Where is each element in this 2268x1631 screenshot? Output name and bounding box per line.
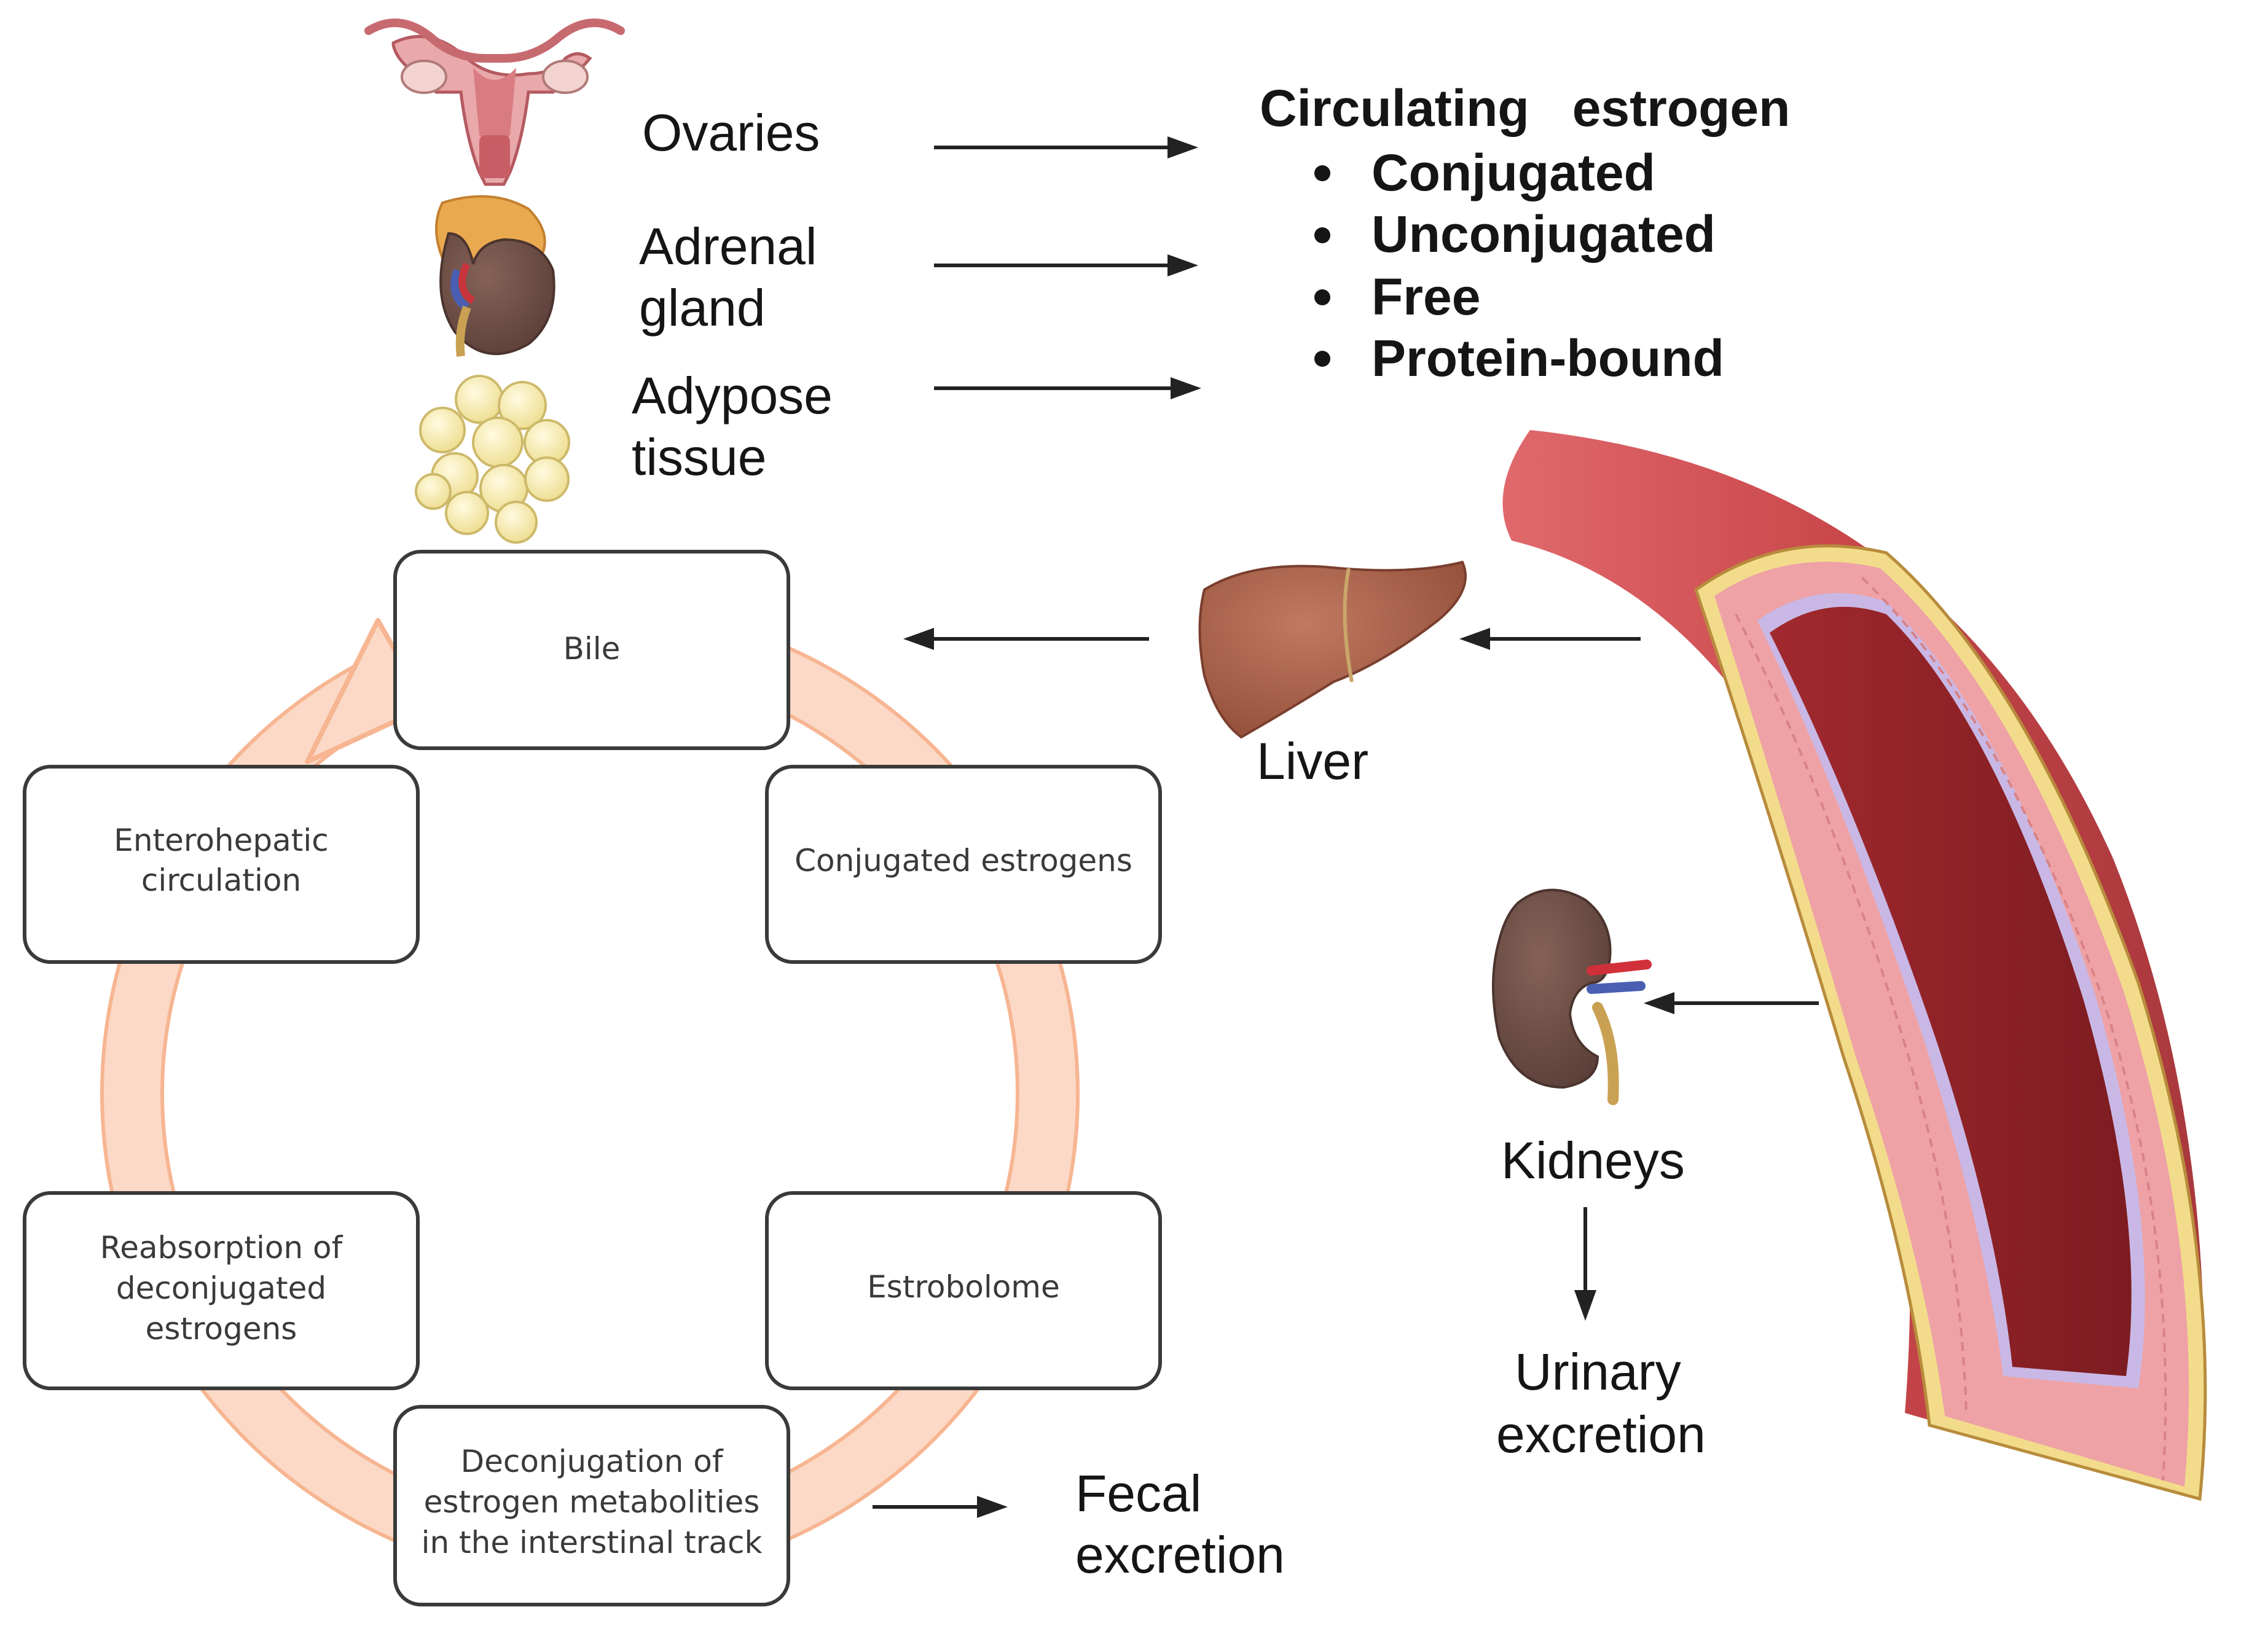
circulating-item: Free [1371, 268, 1480, 326]
adrenal-gland-icon [435, 195, 555, 357]
enterohepatic-text-2: circulation [141, 862, 301, 898]
vessel-to-liver-arrow [1459, 628, 1641, 650]
bullet-icon [1314, 289, 1330, 305]
urinary-label-2: excretion [1496, 1406, 1706, 1463]
liver-icon [1198, 560, 1467, 739]
circulating-item: Unconjugated [1371, 205, 1716, 263]
conjugated-estrogens-box: Conjugated estrogens [765, 765, 1162, 964]
reabsorption-text-2: deconjugated [116, 1270, 326, 1306]
conjugated-estrogens-text: Conjugated estrogens [795, 843, 1132, 878]
adrenal-label-1: Adrenal [639, 217, 817, 275]
enterohepatic-box: Enterohepatic circulation [23, 765, 420, 964]
adipose-label-1: Adypose [632, 367, 833, 424]
circulating-item: Protein-bound [1371, 329, 1724, 387]
adrenal-label-2: gland [639, 279, 766, 337]
source-arrow-adrenal [934, 254, 1198, 276]
bile-box: Bile [393, 550, 790, 750]
blood-vessel-icon [1502, 430, 2207, 1501]
deconjugation-box: Deconjugation of estrogen metabolities i… [393, 1405, 790, 1606]
deconjugation-to-fecal-arrow [873, 1496, 1008, 1518]
deconjugation-text-2: estrogen metabolities [424, 1484, 760, 1520]
circulating-item: Conjugated [1371, 144, 1655, 201]
kidney-icon [1492, 888, 1652, 1105]
deconjugation-text-3: in the interstinal track [422, 1525, 763, 1560]
bullet-icon [1314, 227, 1330, 243]
estrobolome-box: Estrobolome [765, 1191, 1162, 1390]
bullet-icon [1314, 165, 1330, 181]
urinary-label-1: Urinary [1515, 1343, 1681, 1401]
liver-to-bile-arrow [903, 628, 1149, 650]
liver-label: Liver [1257, 732, 1368, 790]
fecal-label-1: Fecal [1075, 1465, 1201, 1522]
kidneys-label: Kidneys [1501, 1132, 1685, 1189]
vessel-to-kidney-arrow [1644, 992, 1819, 1014]
fecal-label-2: excretion [1075, 1526, 1285, 1584]
circulating-estrogen-title: Circulating estrogen [1260, 79, 1790, 137]
bile-text: Bile [563, 631, 621, 667]
source-arrow-ovaries [934, 136, 1198, 158]
reabsorption-box: Reabsorption of deconjugated estrogens [23, 1191, 420, 1390]
estrobolome-text: Estrobolome [867, 1269, 1060, 1305]
deconjugation-text-1: Deconjugation of [461, 1444, 724, 1479]
bullet-icon [1314, 351, 1330, 367]
reabsorption-text-1: Reabsorption of [100, 1230, 343, 1265]
circulating-list: Conjugated Unconjugated Free Protein-bou… [1314, 144, 1724, 387]
ovaries-label: Ovaries [642, 104, 820, 162]
enterohepatic-text-1: Enterohepatic [114, 823, 329, 858]
adipose-label-2: tissue [632, 428, 766, 486]
uterus-ovaries-icon [364, 18, 625, 186]
adipose-tissue-icon [415, 375, 570, 544]
reabsorption-text-3: estrogens [146, 1311, 297, 1347]
source-arrow-adipose [934, 377, 1201, 399]
kidney-to-urinary-arrow [1574, 1207, 1596, 1321]
